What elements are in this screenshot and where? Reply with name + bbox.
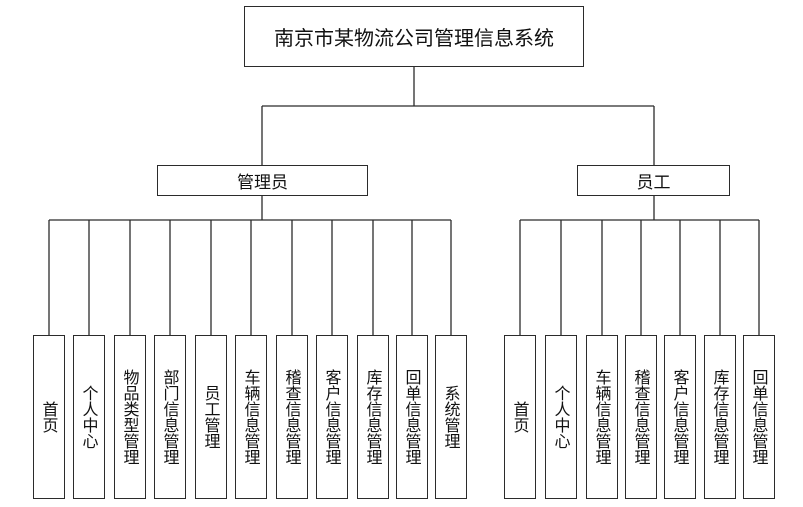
admin-leaf-label: 稽查信息管理 (282, 369, 302, 465)
branch-label-admin: 管理员 (237, 173, 288, 193)
root-label: 南京市某物流公司管理信息系统 (274, 26, 554, 50)
root-node: 南京市某物流公司管理信息系统 (244, 6, 584, 67)
admin-leaf-label: 员工管理 (201, 385, 221, 449)
admin-leaf-label: 库存信息管理 (363, 369, 383, 465)
admin-leaf: 部门信息管理 (154, 335, 186, 499)
staff-leaf: 稽查信息管理 (625, 335, 657, 499)
staff-leaf-label: 稽查信息管理 (631, 369, 651, 465)
staff-leaf: 首页 (504, 335, 536, 499)
admin-leaf: 物品类型管理 (114, 335, 146, 499)
admin-leaf: 车辆信息管理 (235, 335, 267, 499)
admin-leaf-label: 物品类型管理 (120, 369, 140, 465)
admin-leaf: 首页 (33, 335, 65, 499)
admin-leaf-label: 系统管理 (441, 385, 461, 449)
admin-leaf: 回单信息管理 (396, 335, 428, 499)
admin-leaf-label: 车辆信息管理 (241, 369, 261, 465)
staff-leaf: 车辆信息管理 (586, 335, 618, 499)
admin-leaf: 系统管理 (435, 335, 467, 499)
staff-leaf-label: 首页 (510, 401, 530, 433)
admin-leaf: 库存信息管理 (357, 335, 389, 499)
staff-leaf-label: 库存信息管理 (710, 369, 730, 465)
admin-leaf-label: 部门信息管理 (160, 369, 180, 465)
branch-label-staff: 员工 (636, 173, 671, 193)
branch-node-admin: 管理员 (157, 165, 368, 196)
admin-leaf-label: 首页 (39, 401, 59, 433)
staff-leaf-label: 个人中心 (551, 385, 571, 449)
admin-leaf: 个人中心 (73, 335, 105, 499)
staff-leaf: 个人中心 (545, 335, 577, 499)
admin-leaf-label: 回单信息管理 (402, 369, 422, 465)
admin-leaf: 稽查信息管理 (276, 335, 308, 499)
staff-leaf: 回单信息管理 (743, 335, 775, 499)
admin-leaf-label: 个人中心 (79, 385, 99, 449)
staff-leaf-label: 客户信息管理 (670, 369, 690, 465)
admin-leaf: 客户信息管理 (316, 335, 348, 499)
admin-leaf-label: 客户信息管理 (322, 369, 342, 465)
staff-leaf: 客户信息管理 (664, 335, 696, 499)
staff-leaf: 库存信息管理 (704, 335, 736, 499)
staff-leaf-label: 回单信息管理 (749, 369, 769, 465)
admin-leaf: 员工管理 (195, 335, 227, 499)
staff-leaf-label: 车辆信息管理 (592, 369, 612, 465)
branch-node-staff: 员工 (577, 165, 730, 196)
